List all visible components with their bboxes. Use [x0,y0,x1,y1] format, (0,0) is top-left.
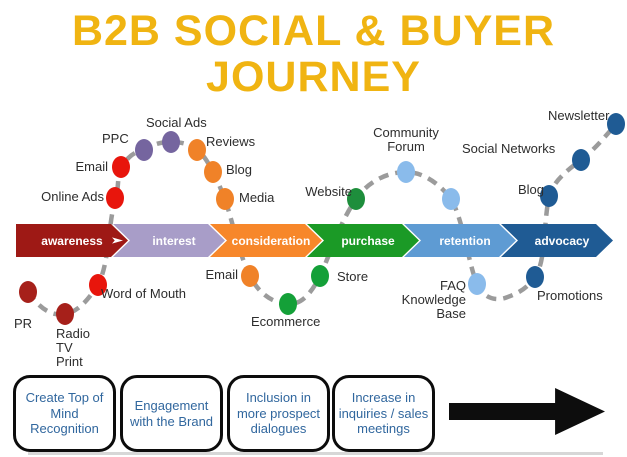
dot-reviews [188,139,206,161]
stage-retention: retention [404,224,516,257]
stage-interest: interest [113,224,225,257]
outcome-engagement-label: Engagement with the Brand [129,397,214,429]
dot-website [347,188,365,210]
dot-ecommerce [279,293,297,315]
mini-arrow-icon [112,237,123,244]
dot-social-ads [162,131,180,153]
label-ecommerce: Ecommerce [251,314,321,329]
label-pr: PR [14,316,33,331]
outcome-box-inquiries: Increase in inquiries / sales meetings [332,375,435,452]
label-online-ads: Online Ads [41,189,104,204]
label-radio-tv-print: Radio TV Print [56,326,90,369]
outcome-inclusion-label: Inclusion in more prospect dialogues [236,389,321,437]
label-word-of-mouth: Word of Mouth [101,286,187,301]
page-title: B2B SOCIAL & BUYER JOURNEY [0,8,627,101]
label-faq-knowledge-base: FAQ Knowledge Base [401,278,466,321]
dot-online-ads [106,187,124,209]
stage-awareness: awareness [16,224,128,257]
outcome-box-inclusion: Inclusion in more prospect dialogues [227,375,330,452]
label-reviews: Reviews [206,134,256,149]
stage-purchase-label: purchase [341,233,395,248]
stage-consideration-label: consideration [231,233,311,248]
page-title-line2: JOURNEY [206,53,421,102]
page-title-line1: B2B SOCIAL & BUYER [71,7,556,55]
dot-pr [19,281,37,303]
label-blog-left: Blog [226,162,253,177]
dot-newsletter [607,113,625,135]
label-email-awareness: Email [75,159,108,174]
dot-community-forum [397,161,415,183]
dot-store [311,265,329,287]
journey-dashed-path [26,122,618,317]
label-promotions: Promotions [537,288,603,303]
stage-awareness-label: awareness [41,233,103,248]
dot-faq-knowledge-base [468,273,486,295]
dot-retention-mid [442,188,460,210]
bottom-shadow-line [28,452,603,455]
label-social-ads: Social Ads [146,115,207,130]
dot-blog-right [540,185,558,207]
label-ppc: PPC [102,131,129,146]
stage-purchase: purchase [307,224,419,257]
stage-advocacy-label: advocacy [534,233,590,248]
stage-consideration: consideration [210,224,322,257]
outcome-box-recognition: Create Top of Mind Recognition [13,375,116,452]
outcome-inquiries-label: Increase in inquiries / sales meetings [338,389,429,437]
dot-email-awareness [112,156,130,178]
dot-word-of-mouth [89,274,107,296]
dot-media [216,188,234,210]
label-blog-right: Blog [517,182,544,197]
label-community-forum: Community Forum [373,125,439,154]
dot-blog-left [204,161,222,183]
dot-social-networks [572,149,590,171]
stage-interest-label: interest [152,233,196,248]
label-store: Store [337,269,369,284]
outcome-box-engagement: Engagement with the Brand [120,375,223,452]
outcome-recognition-label: Create Top of Mind Recognition [25,389,104,437]
stage-retention-label: retention [439,233,491,248]
stage-band: awareness interest consideration purchas… [16,224,613,257]
dot-promotions [526,266,544,288]
dot-email-consideration [241,265,259,287]
stage-advocacy: advocacy [501,224,613,257]
dot-radio-tv-print [56,303,74,325]
dot-ppc [135,139,153,161]
label-email-consideration: Email [205,267,238,282]
label-newsletter: Newsletter [548,108,610,123]
label-website: Website [305,184,352,199]
label-media: Media [239,190,275,205]
label-social-networks: Social Networks [462,141,556,156]
